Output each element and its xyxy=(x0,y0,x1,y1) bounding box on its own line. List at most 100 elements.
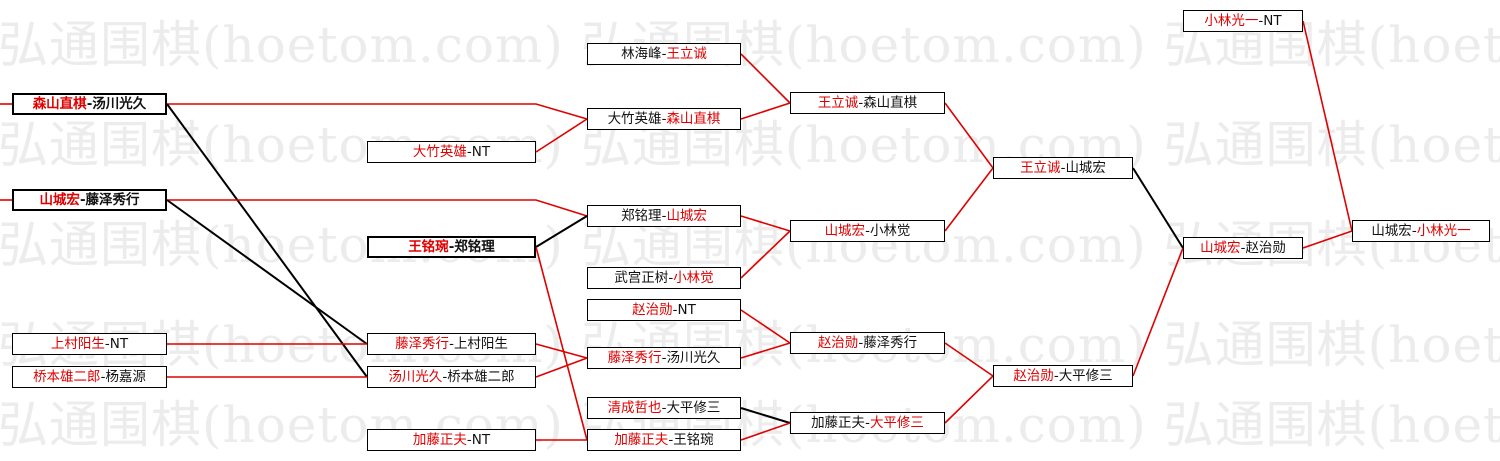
winner-name: 王立诚 xyxy=(817,95,859,111)
match-box-m24: 山城宏-赵治勋 xyxy=(1183,237,1303,259)
opponent-name: 郑铭理 xyxy=(621,208,662,224)
player-separator: - xyxy=(668,270,674,286)
connector-m22-m24 xyxy=(1132,167,1184,249)
match-box-m1: 森山直棋-汤川光久 xyxy=(12,93,167,115)
winner-name: 山城宏 xyxy=(39,192,80,208)
opponent-name: 小林觉 xyxy=(869,223,911,239)
opponent-name: 山城宏 xyxy=(1371,223,1412,239)
player-separator: - xyxy=(858,95,864,111)
winner-name: 清成哲也 xyxy=(607,400,662,416)
connector-m5-m11 xyxy=(535,118,588,153)
winner-name: 赵治勋 xyxy=(817,335,859,351)
winner-name: 加藤正夫 xyxy=(614,432,669,448)
player-separator: - xyxy=(466,432,472,448)
match-box-m6: 王铭琬-郑铭理 xyxy=(367,236,536,258)
match-box-m5: 大竹英雄-NT xyxy=(367,141,536,163)
opponent-name: 藤泽秀行 xyxy=(863,335,918,351)
player-separator: - xyxy=(858,335,864,351)
connector-m14-m20 xyxy=(740,309,791,344)
player-separator: - xyxy=(668,432,674,448)
opponent-name: 汤川光久 xyxy=(666,350,721,366)
player-separator: - xyxy=(865,223,870,239)
winner-name: 赵治勋 xyxy=(1013,368,1054,384)
opponent-name: 郑铭理 xyxy=(454,239,495,255)
opponent-name: 上村阳生 xyxy=(453,336,508,352)
match-box-m10: 林海峰-王立诚 xyxy=(587,43,741,65)
connector-m11-m18 xyxy=(740,102,791,120)
opponent-name: NT xyxy=(1263,13,1282,29)
player-separator: - xyxy=(86,96,93,112)
opponent-name: 山城宏 xyxy=(1065,160,1106,176)
opponent-name: NT xyxy=(109,336,129,352)
opponent-name: 杨嘉源 xyxy=(105,369,146,385)
opponent-name: 林海峰 xyxy=(621,46,662,62)
connector-m20-m23 xyxy=(944,342,994,377)
match-box-m3: 上村阳生-NT xyxy=(12,333,167,355)
match-box-m2: 山城宏-藤泽秀行 xyxy=(12,189,167,211)
winner-name: 王铭琬 xyxy=(408,239,449,255)
winner-name: 山城宏 xyxy=(666,208,707,224)
winner-name: 藤泽秀行 xyxy=(395,336,450,352)
player-separator: - xyxy=(661,400,667,416)
match-box-m25: 小林光一-NT xyxy=(1183,10,1303,32)
winner-name: 王立诚 xyxy=(666,46,707,62)
winner-name: 赵治勋 xyxy=(632,302,673,318)
player-separator: - xyxy=(1053,368,1059,384)
winner-name: 森山直棋 xyxy=(32,96,87,112)
opponent-name: 大平修三 xyxy=(666,400,721,416)
connector-m21-m23 xyxy=(944,375,994,424)
match-box-m22: 王立诚-山城宏 xyxy=(993,157,1133,179)
opponent-name: 汤川光久 xyxy=(92,96,147,112)
opponent-name: 武宫正树 xyxy=(614,270,669,286)
player-separator: - xyxy=(1258,13,1264,29)
opponent-name: NT xyxy=(471,432,491,448)
connector-m1-m8 xyxy=(166,103,368,378)
winner-name: 山城宏 xyxy=(1200,240,1241,256)
connector-m23-m24 xyxy=(1132,247,1184,377)
player-separator: - xyxy=(1060,160,1066,176)
connector-m25-m26 xyxy=(1302,20,1353,232)
match-box-m11: 大竹英雄-森山直棋 xyxy=(587,108,741,130)
match-box-m21: 加藤正夫-大平修三 xyxy=(790,412,945,434)
opponent-name: 大平修三 xyxy=(1058,368,1113,384)
opponent-name: 加藤正夫 xyxy=(811,415,866,431)
player-separator: - xyxy=(661,111,667,127)
connector-m24-m26 xyxy=(1302,230,1353,249)
winner-name: 王立诚 xyxy=(1020,160,1061,176)
match-box-m20: 赵治勋-藤泽秀行 xyxy=(790,332,945,354)
match-box-m16: 清成哲也-大平修三 xyxy=(587,397,741,419)
connector-m10-m18 xyxy=(740,53,791,104)
opponent-name: 赵治勋 xyxy=(1245,240,1286,256)
opponent-name: 藤泽秀行 xyxy=(85,192,140,208)
connector-m12-m19 xyxy=(740,215,791,232)
connector-m2-m7 xyxy=(166,199,368,345)
connector-m6-m17 xyxy=(535,246,588,441)
match-box-m26: 山城宏-小林光一 xyxy=(1352,220,1490,242)
connector-m15-m20 xyxy=(740,342,791,359)
winner-name: 小林光一 xyxy=(1204,13,1259,29)
winner-name: 大平修三 xyxy=(869,415,924,431)
player-separator: - xyxy=(1411,223,1417,239)
opponent-name: NT xyxy=(677,302,696,318)
match-box-m8: 汤川光久-桥本雄二郎 xyxy=(367,366,536,388)
winner-name: 藤泽秀行 xyxy=(607,350,662,366)
connector-m18-m22 xyxy=(944,102,994,169)
match-box-m12: 郑铭理-山城宏 xyxy=(587,205,741,227)
connector-m7-m15 xyxy=(535,343,588,359)
opponent-name: 大竹英雄 xyxy=(607,111,662,127)
match-box-m18: 王立诚-森山直棋 xyxy=(790,92,945,114)
player-separator: - xyxy=(448,239,455,255)
winner-name: 山城宏 xyxy=(824,223,866,239)
winner-name: 大竹英雄 xyxy=(412,144,467,160)
player-separator: - xyxy=(449,336,454,352)
player-separator: - xyxy=(661,46,667,62)
opponent-name: 森山直棋 xyxy=(863,95,918,111)
match-box-m9: 加藤正夫-NT xyxy=(367,429,536,451)
winner-name: 上村阳生 xyxy=(50,336,105,352)
opponent-name: NT xyxy=(471,144,491,160)
winner-name: 小林觉 xyxy=(673,270,714,286)
winner-name: 桥本雄二郎 xyxy=(33,369,101,385)
winner-name: 汤川光久 xyxy=(388,369,443,385)
